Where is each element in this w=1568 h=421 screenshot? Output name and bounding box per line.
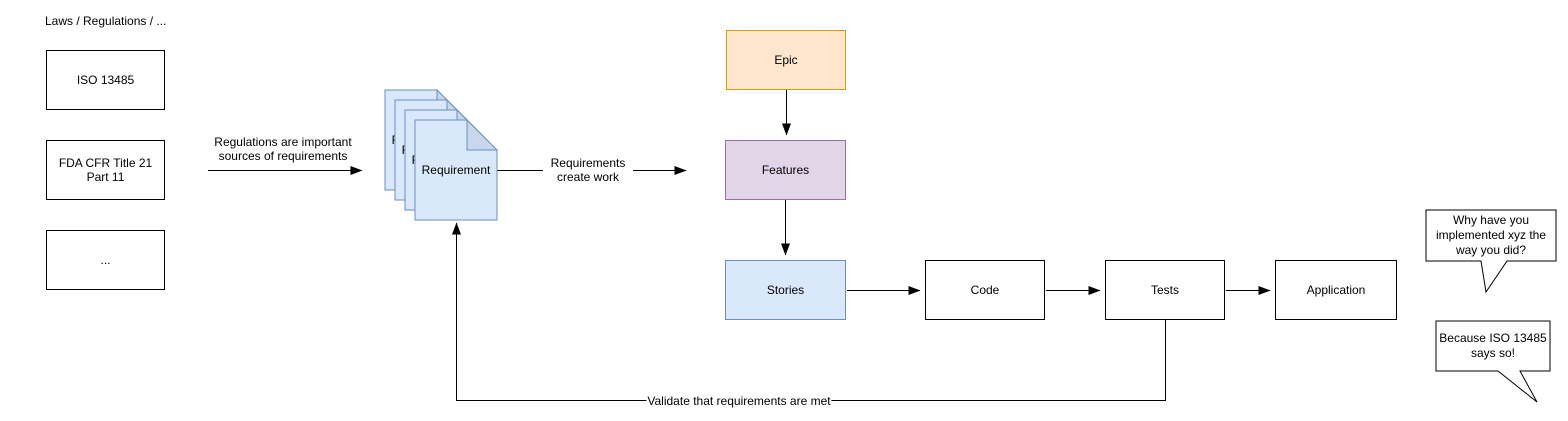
requirement-doc-stack: Requirement Requirement Requirement Requ… bbox=[384, 88, 499, 221]
speech-bubble-answer-shape bbox=[1435, 320, 1551, 403]
code-box: Code bbox=[925, 260, 1045, 320]
requirement-doc-label: Requirement bbox=[422, 163, 491, 177]
features-box: Features bbox=[725, 140, 846, 200]
epic-box: Epic bbox=[726, 30, 846, 90]
create-work-label: Requirements create work bbox=[543, 156, 633, 184]
other-regulations-box: ... bbox=[46, 230, 165, 290]
speech-bubble-question-text: Why have you implemented xyz the way you… bbox=[1435, 213, 1547, 257]
iso-13485-box: ISO 13485 bbox=[46, 50, 165, 110]
requirement-doc-front: Requirement bbox=[414, 118, 499, 221]
application-box: Application bbox=[1275, 260, 1397, 320]
fda-cfr-box: FDA CFR Title 21 Part 11 bbox=[46, 140, 165, 200]
speech-bubble-question-shape bbox=[1425, 209, 1557, 294]
tests-box: Tests bbox=[1105, 260, 1225, 320]
validate-label: Validate that requirements are met bbox=[646, 394, 832, 408]
speech-bubble-answer-text: Because ISO 13485 says so! bbox=[1439, 331, 1547, 360]
laws-group-title: Laws / Regulations / ... bbox=[45, 14, 167, 28]
regulations-note-label: Regulations are important sources of req… bbox=[214, 135, 352, 163]
stories-box: Stories bbox=[725, 260, 846, 320]
